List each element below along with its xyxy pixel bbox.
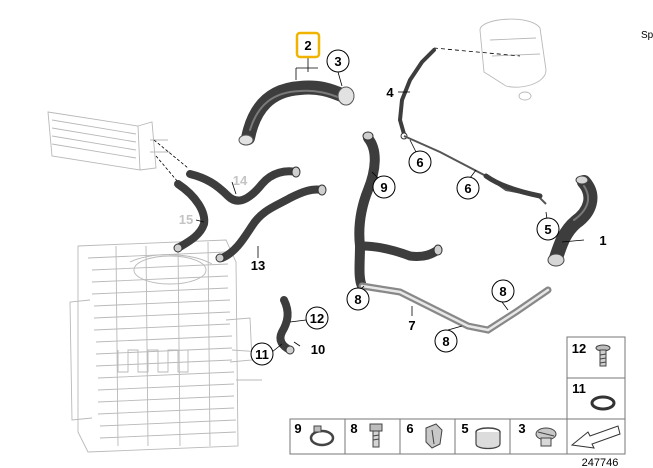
- legend-9-label: 9: [294, 421, 301, 436]
- hose-15: [173, 180, 209, 253]
- hose-13: [215, 184, 327, 263]
- legend-right: 12 11: [566, 336, 626, 455]
- legend-3-label: 3: [518, 421, 525, 436]
- callout-1: 1: [599, 233, 606, 248]
- callout-8-c: 8: [442, 334, 449, 349]
- callouts: 2 3 4 6 6 5 1 9 8 8 8 7 13 14 15 12 11 1…: [179, 31, 607, 366]
- callout-13: 13: [251, 258, 265, 273]
- legend-8-label: 8: [350, 421, 357, 436]
- hose-9: [354, 131, 443, 291]
- callout-12: 12: [310, 311, 324, 326]
- callout-6-a: 6: [416, 155, 423, 170]
- arrow-icon: [570, 425, 621, 449]
- expansion-tank: [433, 18, 547, 101]
- legend-11-label: 11: [572, 381, 586, 396]
- o-ring-icon: [590, 395, 616, 411]
- band-clamp-icon: [475, 427, 501, 450]
- hose-14: [186, 166, 301, 205]
- corner-text: Sp: [641, 30, 653, 41]
- callout-2: 2: [304, 38, 311, 53]
- pipe-7: [358, 282, 552, 334]
- leader-lines: [195, 55, 585, 353]
- legend-bottom: 9 8 6 5 3: [289, 418, 568, 455]
- radiator-assembly: [69, 239, 263, 453]
- reference-number: 247746: [582, 457, 619, 468]
- screw-clip-icon: [595, 344, 611, 367]
- hose-2: [238, 80, 355, 146]
- clip-icon: [425, 423, 443, 449]
- pipe-6: [403, 135, 547, 205]
- hose-4: [398, 48, 436, 140]
- plug-icon: [535, 427, 557, 447]
- callout-14: 14: [233, 173, 248, 188]
- hose-1: [547, 175, 598, 267]
- callout-7: 7: [408, 318, 415, 333]
- callout-10: 10: [311, 342, 325, 357]
- callout-6-b: 6: [464, 181, 471, 196]
- legend-12-label: 12: [572, 341, 586, 356]
- callout-9: 9: [380, 180, 387, 195]
- callout-4: 4: [386, 85, 394, 100]
- oil-cooler: [47, 111, 189, 183]
- callout-3: 3: [334, 54, 341, 69]
- callout-5: 5: [544, 222, 551, 237]
- callout-8-a: 8: [354, 292, 361, 307]
- callout-8-b: 8: [499, 284, 506, 299]
- callout-2-highlight: [295, 31, 321, 59]
- callout-11: 11: [255, 347, 269, 362]
- legend-5-label: 5: [461, 421, 468, 436]
- callout-15: 15: [179, 212, 193, 227]
- hose-clamp-icon: [309, 425, 335, 447]
- legend-6-label: 6: [406, 421, 413, 436]
- hose-10: [276, 296, 295, 355]
- bolt-icon: [369, 423, 383, 448]
